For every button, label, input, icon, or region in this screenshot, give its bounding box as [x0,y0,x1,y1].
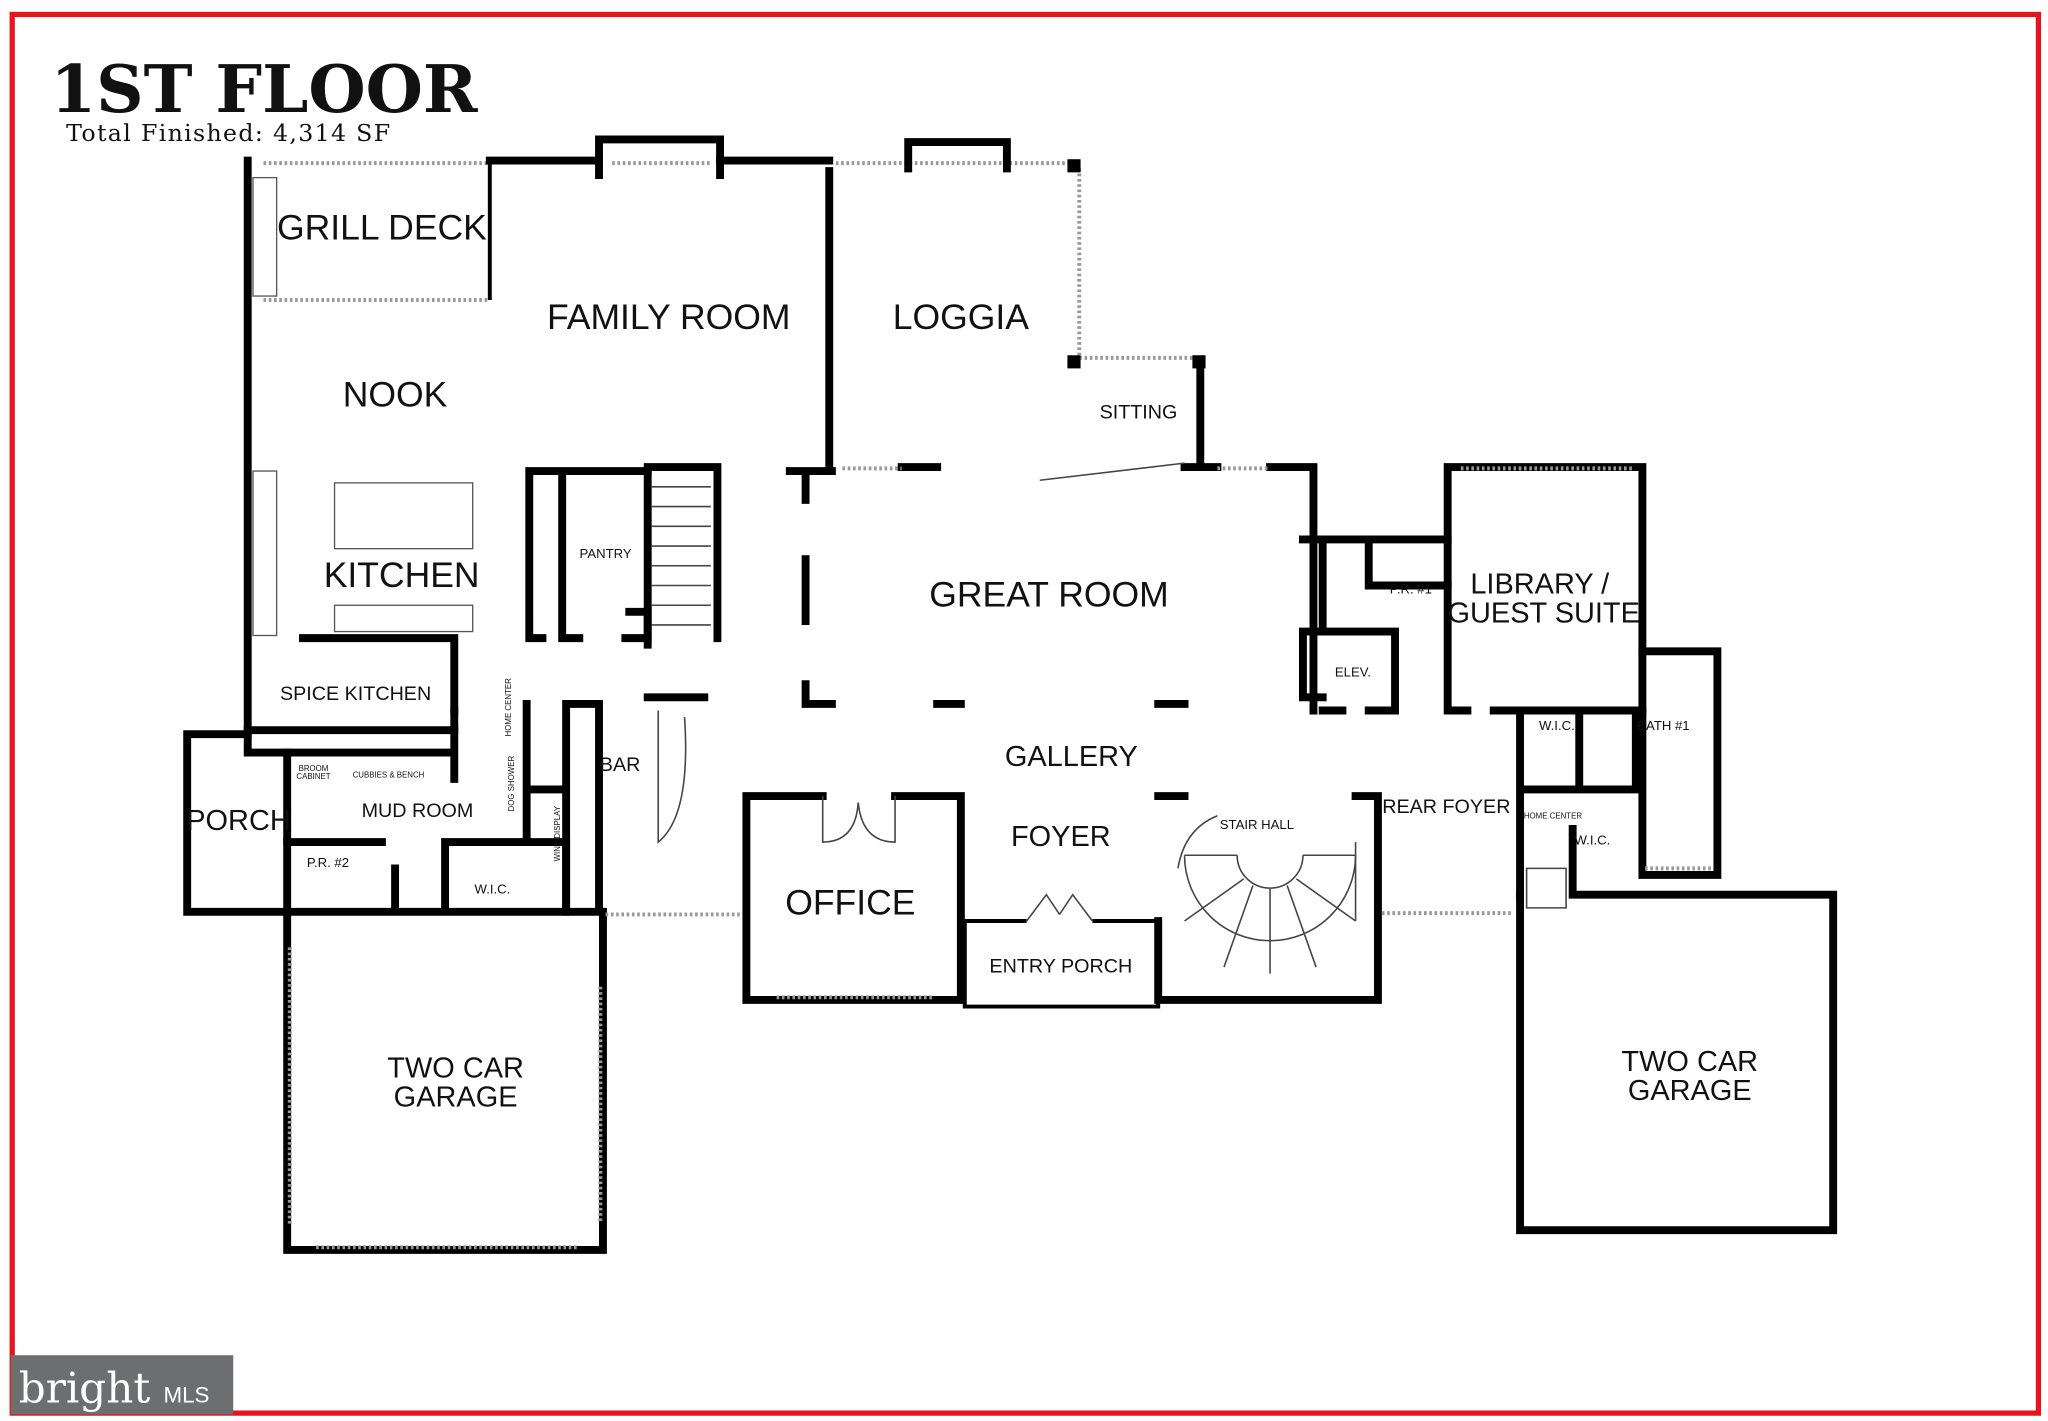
room-label-pantry: PANTRY [580,546,632,561]
room-label-sitting: SITTING [1100,401,1178,423]
label-dog-shower: DOG SHOWER [507,756,516,812]
label-broom: BROOM [299,764,329,773]
room-label-rear-foyer: REAR FOYER [1382,796,1510,818]
svg-text:bright: bright [19,1364,151,1413]
room-label-bath1: BATH #1 [1637,718,1689,733]
room-label-loggia: LOGGIA [893,297,1029,337]
room-label-bar: BAR [600,754,641,776]
room-label-pr1: P.R. #1 [1390,581,1432,596]
room-label-nook: NOOK [343,375,448,415]
room-label-family-room: FAMILY ROOM [547,297,790,337]
room-label-mud-room: MUD ROOM [362,800,474,822]
page-subtitle: Total Finished: 4,314 SF [66,119,391,147]
room-label-spice-kitchen: SPICE KITCHEN [280,683,431,705]
room-label-great-room: GREAT ROOM [929,575,1168,615]
label-cubbies: CUBBIES & BENCH [353,771,425,780]
room-label-stair-hall: STAIR HALL [1220,817,1294,832]
room-label-grill-deck: GRILL DECK [277,207,487,247]
room-label-wic-rear: W.I.C. [1575,833,1611,848]
room-label-gallery: GALLERY [1005,741,1138,773]
page-title: 1ST FLOOR [50,50,479,128]
walls [183,135,1838,1254]
room-label-garage-right: TWO CAR [1621,1046,1758,1078]
room-label-porch: PORCH [186,805,291,837]
room-label-wic: W.I.C. [1539,718,1575,733]
room-label-office: OFFICE [785,882,915,922]
label-cabinet: CABINET [296,772,330,781]
room-label-wic-mud: W.I.C. [475,881,511,896]
label-home-center: HOME CENTER [504,678,513,737]
room-label-pr2: P.R. #2 [307,855,349,870]
room-label-garage-right-2: GARAGE [1628,1075,1752,1107]
bright-mls-logo: bright MLS [10,1355,234,1415]
room-label-guest-suite: GUEST SUITE [1448,597,1640,629]
label-home-center-rear: HOME CENTER [1524,811,1583,820]
room-label-garage-left: TWO CAR [387,1053,524,1085]
label-wine-display: WINE DISPLAY [553,805,562,861]
room-labels: GRILL DECK FAMILY ROOM LOGGIA NOOK SITTI… [186,207,1758,1113]
room-label-elev: ELEV. [1335,664,1371,679]
room-label-entry-porch: ENTRY PORCH [989,955,1132,977]
room-label-kitchen: KITCHEN [324,555,480,595]
svg-text:MLS: MLS [164,1383,210,1408]
room-label-garage-left-2: GARAGE [394,1082,518,1114]
room-label-foyer: FOYER [1011,821,1111,853]
room-label-library: LIBRARY / [1470,568,1610,600]
red-border [9,11,2042,1416]
